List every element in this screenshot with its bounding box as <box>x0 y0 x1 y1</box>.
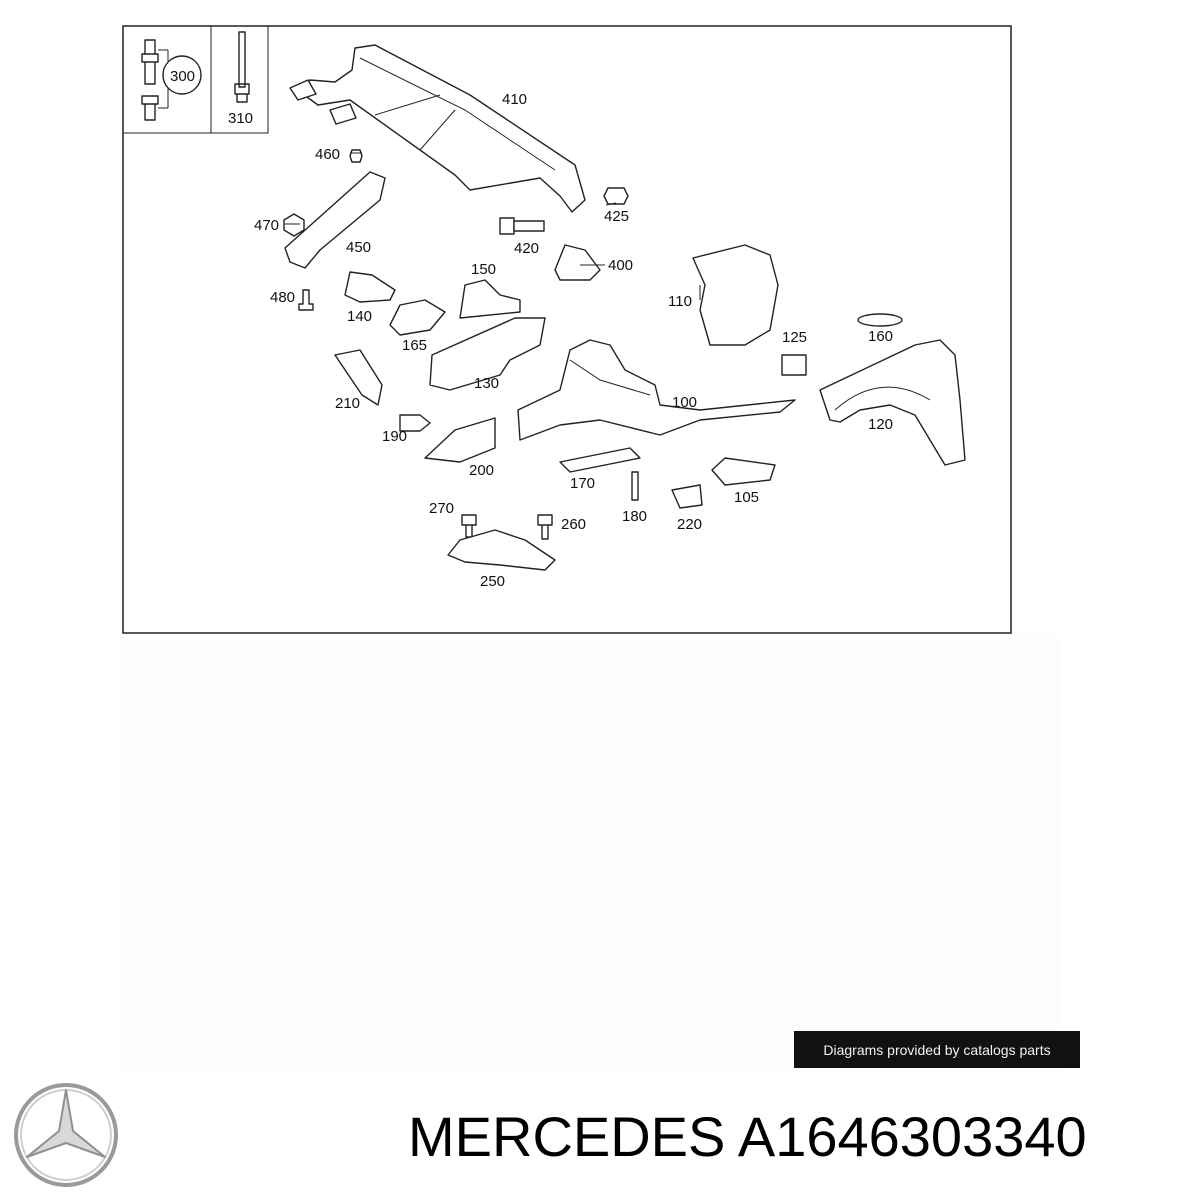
part-180-bolt <box>631 471 639 501</box>
part-125-plate <box>781 354 807 376</box>
label-250: 250 <box>480 573 505 590</box>
diagram-backdrop <box>120 634 1060 1074</box>
label-210: 210 <box>335 395 360 412</box>
part-165-piece <box>389 299 446 336</box>
label-425: 425 <box>604 208 629 225</box>
label-220: 220 <box>677 516 702 533</box>
part-130-member <box>429 317 546 391</box>
label-165: 165 <box>402 337 427 354</box>
leader-lines <box>285 152 701 300</box>
part-250-bracket <box>447 529 556 571</box>
label-150: 150 <box>471 261 496 278</box>
label-450: 450 <box>346 239 371 256</box>
label-110: 110 <box>668 293 692 310</box>
part-160-washer <box>857 313 903 327</box>
label-130: 130 <box>474 375 499 392</box>
part-220-clip <box>671 484 703 509</box>
mercedes-star-icon <box>14 1083 118 1187</box>
label-300: 300 <box>170 68 195 85</box>
part-460-bolt <box>349 149 363 163</box>
part-140-bracket <box>344 271 396 303</box>
label-190: 190 <box>382 428 407 445</box>
label-105: 105 <box>734 489 759 506</box>
part-260-bolt <box>537 514 553 540</box>
part-120-fender <box>819 339 966 466</box>
part-400-mount <box>554 244 601 281</box>
part-105-bracket <box>711 457 776 486</box>
label-400: 400 <box>608 257 633 274</box>
label-100: 100 <box>672 394 697 411</box>
label-260: 260 <box>561 516 586 533</box>
part-100-structure <box>517 339 796 441</box>
part-420-bolt <box>499 217 545 235</box>
part-number-title: MERCEDES A1646303340 <box>408 1105 1087 1168</box>
label-310: 310 <box>228 110 253 127</box>
label-120: 120 <box>868 416 893 433</box>
label-470: 470 <box>254 217 279 234</box>
label-270: 270 <box>429 500 454 517</box>
label-125: 125 <box>782 329 807 346</box>
part-470-nut <box>283 213 305 237</box>
fastener-inset <box>123 26 269 134</box>
label-410: 410 <box>502 91 527 108</box>
part-110-panel <box>692 244 779 346</box>
part-210-bracket <box>334 349 383 406</box>
label-180: 180 <box>622 508 647 525</box>
part-170-plate <box>559 447 641 473</box>
part-200-bracket <box>424 417 496 463</box>
label-460: 460 <box>315 146 340 163</box>
part-150-bracket <box>459 279 521 319</box>
label-140: 140 <box>347 308 372 325</box>
label-200: 200 <box>469 462 494 479</box>
label-170: 170 <box>570 475 595 492</box>
diagram-frame <box>122 25 1012 634</box>
part-480-bolt <box>298 289 314 311</box>
part-425-nut <box>603 187 629 205</box>
label-420: 420 <box>514 240 539 257</box>
diagram-credit-caption: Diagrams provided by catalogs parts <box>794 1031 1080 1068</box>
label-160: 160 <box>868 328 893 345</box>
label-480: 480 <box>270 289 295 306</box>
part-410-cross-member <box>289 44 586 213</box>
part-number-labels: 300 310 410 460 425 470 420 450 400 150 … <box>170 68 893 590</box>
part-190-stopper <box>399 414 431 432</box>
part-450-bracket <box>284 171 386 269</box>
